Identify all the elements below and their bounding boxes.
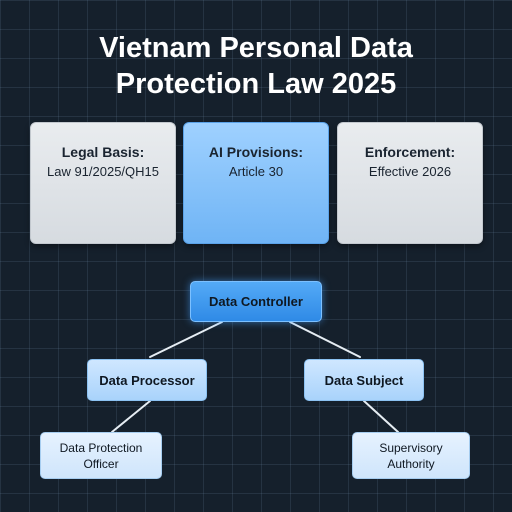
data-controller-node: Data Controller xyxy=(190,281,322,322)
ai-provisions-card: AI Provisions: Article 30 xyxy=(183,122,329,244)
diagram-title: Vietnam Personal Data Protection Law 202… xyxy=(0,30,512,102)
enforcement-heading: Enforcement: xyxy=(364,144,456,160)
supervisory-authority-node: Supervisory Authority xyxy=(352,432,470,479)
connector-subject-authority xyxy=(363,400,399,433)
connector-controller-subject xyxy=(289,321,361,358)
connector-processor-dpo xyxy=(111,400,151,433)
ai-provisions-value: Article 30 xyxy=(228,164,284,179)
legal-basis-value: Law 91/2025/QH15 xyxy=(46,164,160,179)
connector-controller-processor xyxy=(149,321,223,358)
data-protection-officer-node: Data Protection Officer xyxy=(40,432,162,479)
title-line-2: Protection Law 2025 xyxy=(115,68,397,100)
enforcement-card: Enforcement: Effective 2026 xyxy=(337,122,483,244)
legal-basis-heading: Legal Basis: xyxy=(61,144,145,160)
title-line-1: Vietnam Personal Data xyxy=(99,32,413,64)
data-processor-node: Data Processor xyxy=(87,359,207,401)
legal-basis-card: Legal Basis: Law 91/2025/QH15 xyxy=(30,122,176,244)
data-subject-node: Data Subject xyxy=(304,359,424,401)
enforcement-value: Effective 2026 xyxy=(368,164,452,179)
ai-provisions-heading: AI Provisions: xyxy=(208,144,304,160)
